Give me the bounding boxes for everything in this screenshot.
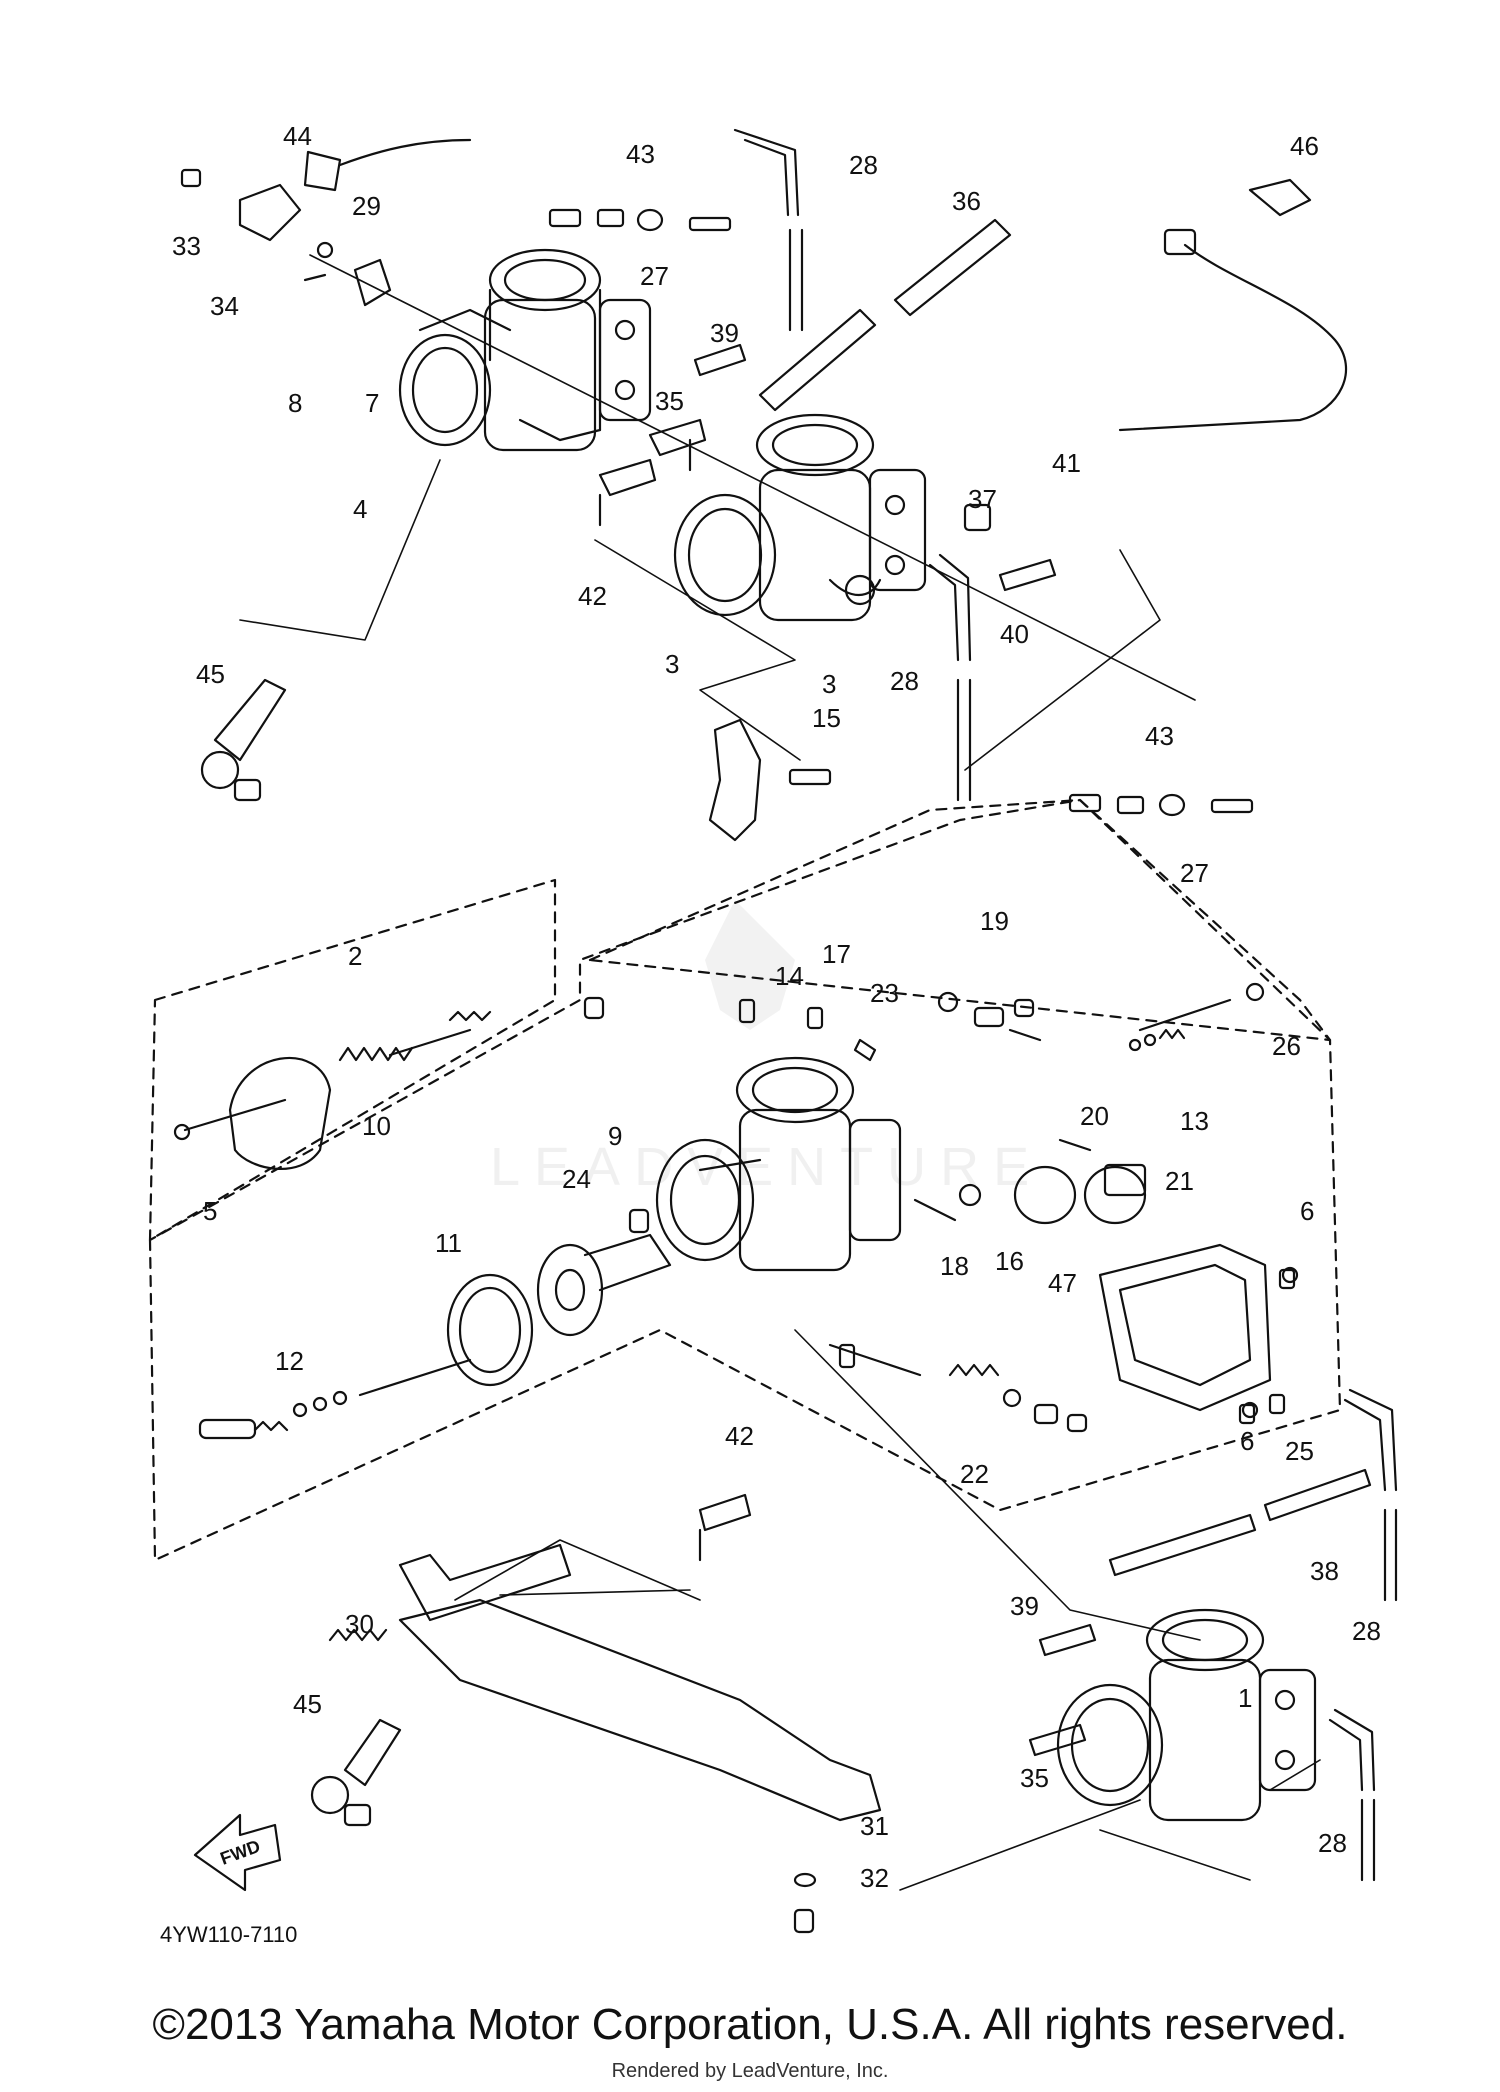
callout: 36 <box>952 186 981 216</box>
callout: 27 <box>640 261 669 291</box>
plug-group-43-top <box>548 208 732 232</box>
callout: 27 <box>1180 858 1209 888</box>
callout: 3 <box>665 649 679 679</box>
callout: 35 <box>655 386 684 416</box>
assembly-lines <box>239 254 1321 1891</box>
linkage-bracket <box>328 1543 882 1934</box>
callout: 46 <box>1290 131 1319 161</box>
carburetor-center-body <box>655 1056 902 1272</box>
float-chamber-47 <box>1098 1243 1299 1419</box>
hose-38 <box>1108 1468 1372 1577</box>
vacuum-chamber-cover <box>173 1056 332 1171</box>
piston-valve-24 <box>536 1233 672 1337</box>
callout: 40 <box>1000 619 1029 649</box>
float-21 <box>1013 1163 1147 1225</box>
hose-28-middle <box>928 553 972 802</box>
callout: 26 <box>1272 1031 1301 1061</box>
pilot-screw-22 <box>828 1343 1088 1433</box>
callout: 29 <box>352 191 381 221</box>
callout: 42 <box>578 581 607 611</box>
callout: 7 <box>365 388 379 418</box>
diaphragm-11 <box>446 1273 534 1387</box>
dashed-box-throttle-valve-group <box>148 878 557 1242</box>
callout: 44 <box>283 121 312 151</box>
callout: 43 <box>626 139 655 169</box>
callout: 10 <box>362 1111 391 1141</box>
callout: 2 <box>348 941 362 971</box>
callout: 9 <box>608 1121 622 1151</box>
callout: 8 <box>288 388 302 418</box>
hose-28-right <box>1343 1388 1398 1602</box>
callout: 13 <box>1180 1106 1209 1136</box>
callout: 34 <box>210 291 239 321</box>
spring-10 <box>338 1010 492 1062</box>
callout: 31 <box>860 1811 889 1841</box>
callout-labels: 1 2 3 3 4 5 6 6 7 8 9 10 11 12 13 14 15 … <box>172 121 1381 1893</box>
callout: 28 <box>849 150 878 180</box>
callout: 38 <box>1310 1556 1339 1586</box>
starter-plunger-19 <box>937 991 1042 1042</box>
callout: 39 <box>710 318 739 348</box>
callout: 28 <box>890 666 919 696</box>
callout: 30 <box>345 1609 374 1639</box>
small-parts <box>583 996 1296 1425</box>
callout: 4 <box>353 494 367 524</box>
callout: 15 <box>812 703 841 733</box>
callout: 6 <box>1300 1196 1314 1226</box>
callout: 22 <box>960 1459 989 1489</box>
rendered-by-credit: Rendered by LeadVenture, Inc. <box>611 2060 889 2082</box>
callout: 1 <box>1238 1683 1252 1713</box>
callout: 47 <box>1048 1268 1077 1298</box>
callout: 18 <box>940 1251 969 1281</box>
callout: 25 <box>1285 1436 1314 1466</box>
callout: 45 <box>196 659 225 689</box>
carburetor-top-left <box>398 248 652 452</box>
callout: 12 <box>275 1346 304 1376</box>
fwd-arrow-icon <box>193 1813 282 1892</box>
callout: 21 <box>1165 1166 1194 1196</box>
dashed-box-upper-detail <box>588 798 1332 1042</box>
callout: 23 <box>870 978 899 1008</box>
callout: 41 <box>1052 448 1081 478</box>
fittings <box>598 343 1097 1757</box>
callout: 16 <box>995 1246 1024 1276</box>
hose-28-top <box>733 128 804 332</box>
callout: 43 <box>1145 721 1174 751</box>
bracket-15 <box>708 718 832 842</box>
carburetor-top-right <box>673 413 927 622</box>
sensor-45-bottom <box>310 1718 402 1827</box>
callout: 33 <box>172 231 201 261</box>
hose-28-bottom <box>1328 1708 1376 1882</box>
plug-group-43-bottom <box>1068 793 1254 817</box>
jet-needle-12 <box>198 1358 472 1440</box>
callout: 28 <box>1352 1616 1381 1646</box>
callout: 45 <box>293 1689 322 1719</box>
throttle-position-sensor <box>180 138 472 307</box>
carburetor-bottom-right <box>1056 1608 1317 1822</box>
callout: 42 <box>725 1421 754 1451</box>
throttle-cable-46 <box>1118 178 1348 432</box>
watermark-text: LEADVENTURE <box>490 1137 1043 1197</box>
callout: 28 <box>1318 1828 1347 1858</box>
callout: 39 <box>1010 1591 1039 1621</box>
callout: 17 <box>822 939 851 969</box>
callout: 37 <box>968 484 997 514</box>
callout: 24 <box>562 1164 591 1194</box>
callout: 5 <box>203 1196 217 1226</box>
callout: 11 <box>435 1228 462 1258</box>
callout: 14 <box>775 961 804 991</box>
callout: 19 <box>980 906 1009 936</box>
callout: 20 <box>1080 1101 1109 1131</box>
callout: 35 <box>1020 1763 1049 1793</box>
watermark-logo: LEADVENTURE <box>490 900 1043 1197</box>
hose-36 <box>758 218 1012 412</box>
sensor-45-top <box>200 678 287 802</box>
drawing-code: 4YW110-7110 <box>160 1922 297 1947</box>
copyright-notice: ©2013 Yamaha Motor Corporation, U.S.A. A… <box>152 2000 1348 2049</box>
callout: 3 <box>822 669 836 699</box>
callout: 32 <box>860 1863 889 1893</box>
throttle-stop-13 <box>1128 982 1265 1052</box>
callout: 6 <box>1240 1426 1254 1456</box>
